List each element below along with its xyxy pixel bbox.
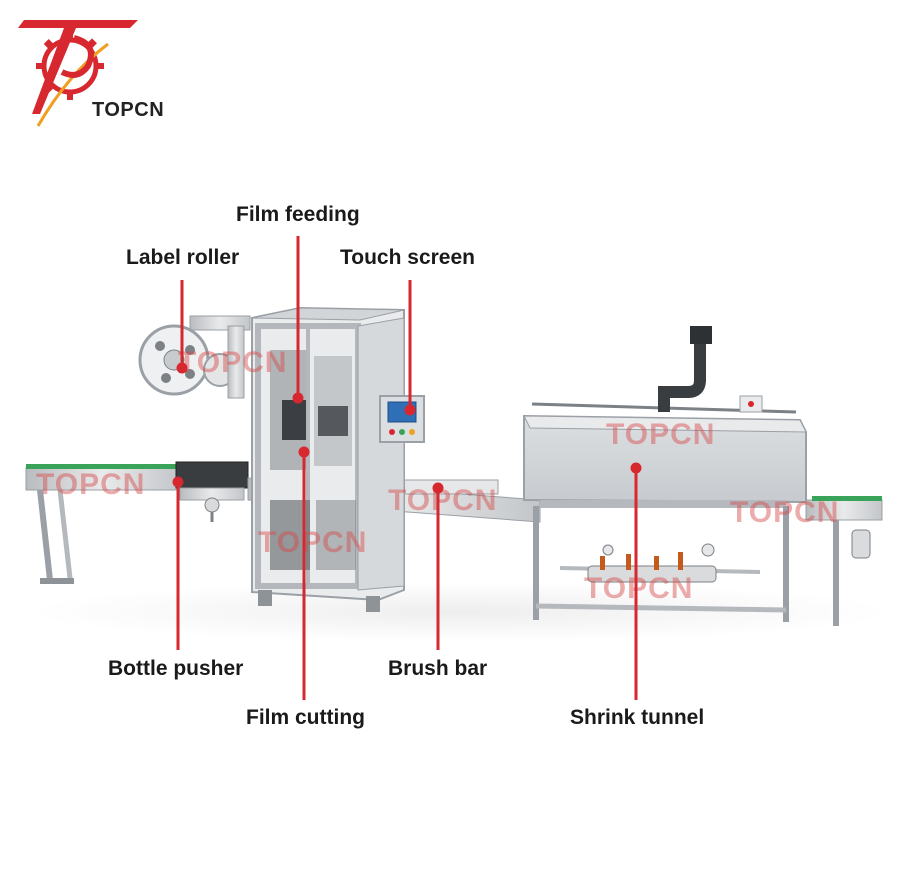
callout-brush-bar: Brush bar [388,657,488,680]
callout-bottle-pusher: Bottle pusher [108,657,244,680]
label-roller-unit [138,315,251,399]
infeed-conveyor [25,464,181,584]
watermark: TOPCN [178,346,288,379]
leader-dot-touch-screen [404,404,416,416]
leader-dot-film-cutting [298,446,310,458]
watermark: TOPCN [258,526,368,559]
brand-name: TOPCN [92,99,165,121]
callout-label-roller: Label roller [126,246,240,269]
watermark: TOPCN [36,468,146,501]
callout-touch-screen: Touch screen [340,246,475,269]
brand-logo: TOPCN [18,14,164,134]
leader-dot-shrink-tunnel [630,462,642,474]
shrink-tunnel-unit [523,326,807,622]
leader-dot-bottle-pusher [172,476,184,488]
bottle-pusher-unit [175,461,249,522]
watermark: TOPCN [730,496,840,529]
callout-film-feeding: Film feeding [236,203,360,226]
watermark: TOPCN [584,572,694,605]
sleeving-machine-frame [251,306,405,612]
topcn-gear-logo-icon [18,20,138,127]
leader-dot-film-feeding [292,392,304,404]
callout-film-cutting: Film cutting [246,706,365,729]
leader-dot-label-roller [176,362,188,374]
outfeed-conveyor [805,496,883,626]
leader-dot-brush-bar [432,482,444,494]
callout-shrink-tunnel: Shrink tunnel [570,706,705,729]
floor-shadow [30,582,890,642]
watermark: TOPCN [606,418,716,451]
